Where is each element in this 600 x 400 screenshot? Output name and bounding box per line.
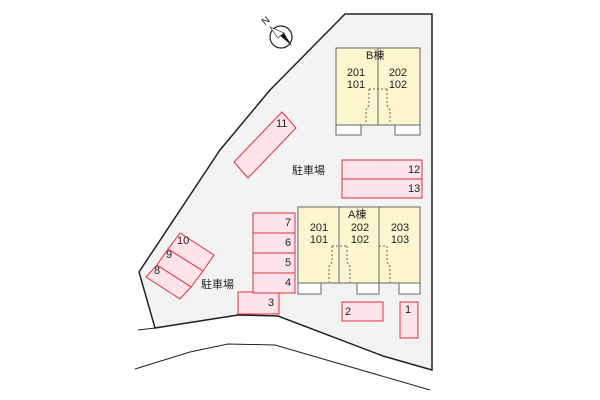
unit-a-103: 103 [390, 234, 410, 246]
unit-a-203: 203 [390, 222, 410, 234]
parking-number-13: 13 [408, 183, 421, 195]
unit-b-201: 201 [346, 67, 366, 79]
parking-number-5: 5 [285, 257, 292, 269]
unit-b-102: 102 [388, 79, 408, 91]
parking-number-1: 1 [405, 304, 412, 316]
parking-number-10: 10 [177, 235, 190, 247]
parking-space-1 [399, 301, 419, 339]
parking-area-label: 駐車場 [292, 165, 325, 177]
parking-number-7: 7 [285, 217, 292, 229]
parking-space-13 [341, 178, 423, 199]
parking-space-11 [233, 111, 297, 179]
north-arrow-icon [269, 25, 293, 49]
parking-area-label: 駐車場 [201, 279, 234, 291]
unit-b-202: 202 [388, 67, 408, 79]
building-a [297, 206, 421, 295]
building-b-label: B棟 [366, 50, 385, 62]
road-edge [137, 314, 239, 331]
road-edge [134, 343, 431, 391]
building-a-label: A棟 [348, 209, 367, 221]
parking-number-11: 11 [276, 118, 288, 130]
parking-space-2 [341, 301, 384, 322]
parking-number-3: 3 [268, 297, 275, 309]
compass-label: N [260, 15, 273, 28]
parking-number-9: 9 [166, 249, 173, 261]
parking-number-4: 4 [285, 277, 292, 289]
building-b [335, 47, 421, 136]
unit-a-101: 101 [309, 234, 329, 246]
parking-number-2: 2 [345, 306, 352, 318]
parking-space-7 [252, 212, 296, 234]
parking-number-6: 6 [285, 237, 292, 249]
parking-number-12: 12 [408, 164, 421, 176]
unit-a-202: 202 [350, 222, 370, 234]
unit-b-101: 101 [346, 79, 366, 91]
parking-number-8: 8 [154, 265, 161, 277]
unit-a-102: 102 [350, 234, 370, 246]
parking-space-8 [145, 264, 192, 300]
unit-a-201: 201 [309, 222, 329, 234]
